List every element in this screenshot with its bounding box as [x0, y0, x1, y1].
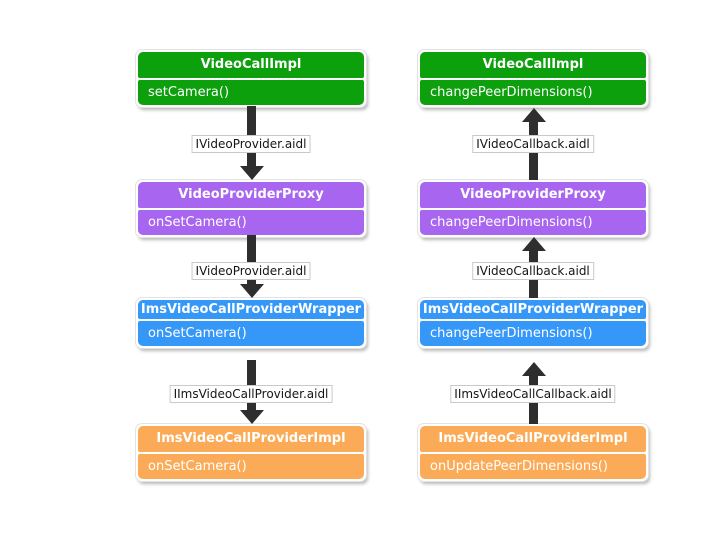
node-method: setCamera() — [138, 80, 364, 105]
node-method: onUpdatePeerDimensions() — [420, 454, 646, 479]
node-imsvideocallproviderwrapper-callback: ImsVideoCallProviderWrapper changePeerDi… — [418, 298, 648, 348]
aidl-label: IVideoCallback.aidl — [472, 135, 594, 153]
aidl-label: IImsVideoCallCallback.aidl — [450, 385, 616, 403]
node-videocallimpl-provider: VideoCallImpl setCamera() — [136, 50, 366, 107]
arrow-up-icon — [522, 362, 546, 376]
node-videocallimpl-callback: VideoCallImpl changePeerDimensions() — [418, 50, 648, 107]
node-imsvideocallproviderwrapper-provider: ImsVideoCallProviderWrapper onSetCamera(… — [136, 298, 366, 348]
node-title: ImsVideoCallProviderWrapper — [420, 300, 646, 319]
node-title: VideoProviderProxy — [420, 182, 646, 208]
node-title: VideoCallImpl — [138, 52, 364, 78]
arrow-down-icon — [240, 284, 264, 298]
node-imsvideocallproviderimpl-provider: ImsVideoCallProviderImpl onSetCamera() — [136, 424, 366, 481]
arrow-up-icon — [522, 237, 546, 251]
arrow-down-icon — [240, 166, 264, 180]
aidl-label: IVideoCallback.aidl — [472, 262, 594, 280]
arrow-up-icon — [522, 108, 546, 122]
node-method: onSetCamera() — [138, 454, 364, 479]
node-videoproviderproxy-callback: VideoProviderProxy changePeerDimensions(… — [418, 180, 648, 237]
node-method: onSetCamera() — [138, 210, 364, 235]
flow-arrow-line — [247, 235, 256, 286]
aidl-label: IVideoProvider.aidl — [191, 135, 311, 153]
node-title: VideoProviderProxy — [138, 182, 364, 208]
node-title: ImsVideoCallProviderWrapper — [138, 300, 364, 319]
node-method: onSetCamera() — [138, 321, 364, 346]
node-method: changePeerDimensions() — [420, 321, 646, 346]
node-title: VideoCallImpl — [420, 52, 646, 78]
aidl-label: IImsVideoCallProvider.aidl — [169, 385, 333, 403]
node-videoproviderproxy-provider: VideoProviderProxy onSetCamera() — [136, 180, 366, 237]
node-method: changePeerDimensions() — [420, 80, 646, 105]
node-imsvideocallproviderimpl-callback: ImsVideoCallProviderImpl onUpdatePeerDim… — [418, 424, 648, 481]
arrow-down-icon — [240, 410, 264, 424]
aidl-label: IVideoProvider.aidl — [191, 262, 311, 280]
node-title: ImsVideoCallProviderImpl — [420, 426, 646, 452]
node-method: changePeerDimensions() — [420, 210, 646, 235]
node-title: ImsVideoCallProviderImpl — [138, 426, 364, 452]
